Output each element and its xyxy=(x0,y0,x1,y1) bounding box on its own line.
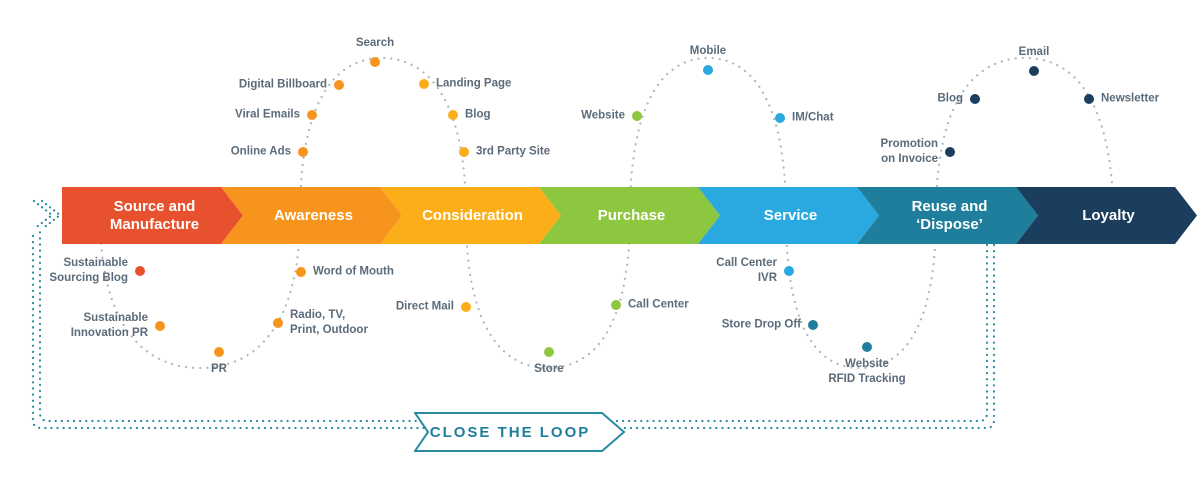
touchpoint-dot xyxy=(298,147,308,157)
stage-label: Reuse and ‘Dispose’ xyxy=(911,197,988,233)
stage-chevron-6: Reuse and ‘Dispose’ xyxy=(857,187,1038,244)
stage-label: Service xyxy=(763,206,818,224)
touchpoint-dot xyxy=(808,320,818,330)
stage-label: Purchase xyxy=(597,206,666,224)
touchpoint-dot xyxy=(135,266,145,276)
stage-chevron-4: Purchase xyxy=(539,187,720,244)
touchpoint-label: Store Drop Off xyxy=(721,318,801,331)
touchpoint-label: Website RFID Tracking xyxy=(828,358,906,385)
touchpoint-dot xyxy=(544,347,554,357)
loop-arrow-icon-2 xyxy=(40,199,62,231)
touchpoint-label: Sustainable Sourcing Blog xyxy=(49,257,128,284)
touchpoint-dot xyxy=(775,113,785,123)
touchpoint-label: PR xyxy=(211,363,227,375)
touchpoint-dot xyxy=(448,110,458,120)
stage-chevron-1: Source and Manufacture xyxy=(62,187,243,244)
touchpoint-dot xyxy=(703,65,713,75)
touchpoint-label: Promotion on Invoice xyxy=(880,138,939,165)
touchpoint-label: Word of Mouth xyxy=(313,265,394,278)
stage-chevron-5: Service xyxy=(698,187,879,244)
touchpoint-label: Direct Mail xyxy=(395,300,454,313)
touchpoint-label: Website xyxy=(581,109,625,122)
touchpoint-label: Landing Page xyxy=(436,77,512,90)
touchpoint-label: Blog xyxy=(465,108,491,121)
stage-chevron-3: Consideration xyxy=(380,187,561,244)
touchpoint-dot xyxy=(970,94,980,104)
touchpoint-dot xyxy=(632,111,642,121)
touchpoint-label: Online Ads xyxy=(230,145,291,158)
loop-arrow-icon xyxy=(32,199,54,231)
touchpoint-dot xyxy=(273,318,283,328)
touchpoint-label: IM/Chat xyxy=(792,111,834,124)
touchpoint-dot xyxy=(155,321,165,331)
stage-label: Consideration xyxy=(422,206,523,224)
touchpoint-label: Blog xyxy=(937,92,963,105)
touchpoint-label: Mobile xyxy=(689,45,727,58)
touchpoint-label: Email xyxy=(1018,46,1050,59)
touchpoint-label: 3rd Party Site xyxy=(476,145,551,158)
touchpoint-label: Newsletter xyxy=(1101,92,1160,105)
stage-label: Awareness xyxy=(274,206,353,224)
stage-chevron-2: Awareness xyxy=(221,187,402,244)
touchpoint-label: Store xyxy=(534,363,564,375)
touchpoint-dot xyxy=(611,300,621,310)
touchpoint-dot xyxy=(419,79,429,89)
close-loop-line-inner xyxy=(31,230,996,430)
touchpoint-label: Radio, TV, Print, Outdoor xyxy=(290,309,368,336)
touchpoint-label: Call Center xyxy=(628,298,689,311)
touchpoint-dot xyxy=(459,147,469,157)
touchpoint-dot xyxy=(461,302,471,312)
touchpoint-dot xyxy=(296,267,306,277)
touchpoint-label: Search xyxy=(355,37,395,50)
touchpoint-dot xyxy=(214,347,224,357)
close-the-loop-banner: CLOSE THE LOOP xyxy=(414,412,626,452)
touchpoint-dot xyxy=(945,147,955,157)
touchpoint-dot xyxy=(1029,66,1039,76)
touchpoint-label: Digital Billboard xyxy=(238,78,327,91)
stage-label: Source and Manufacture xyxy=(109,197,200,233)
stage-label: Loyalty xyxy=(1082,206,1135,224)
touchpoint-label: Viral Emails xyxy=(235,108,300,121)
touchpoint-dot xyxy=(784,266,794,276)
touchpoint-label: Sustainable Innovation PR xyxy=(70,312,148,339)
touchpoint-dot xyxy=(862,342,872,352)
touchpoint-dot xyxy=(307,110,317,120)
touchpoint-dot xyxy=(370,57,380,67)
touchpoint-label: Call Center IVR xyxy=(716,257,777,284)
close-loop-line-outer xyxy=(38,230,989,423)
touchpoint-dot xyxy=(1084,94,1094,104)
close-the-loop-label: CLOSE THE LOOP xyxy=(429,423,591,441)
stage-chevron-7: Loyalty xyxy=(1016,187,1197,244)
touchpoint-dot xyxy=(334,80,344,90)
